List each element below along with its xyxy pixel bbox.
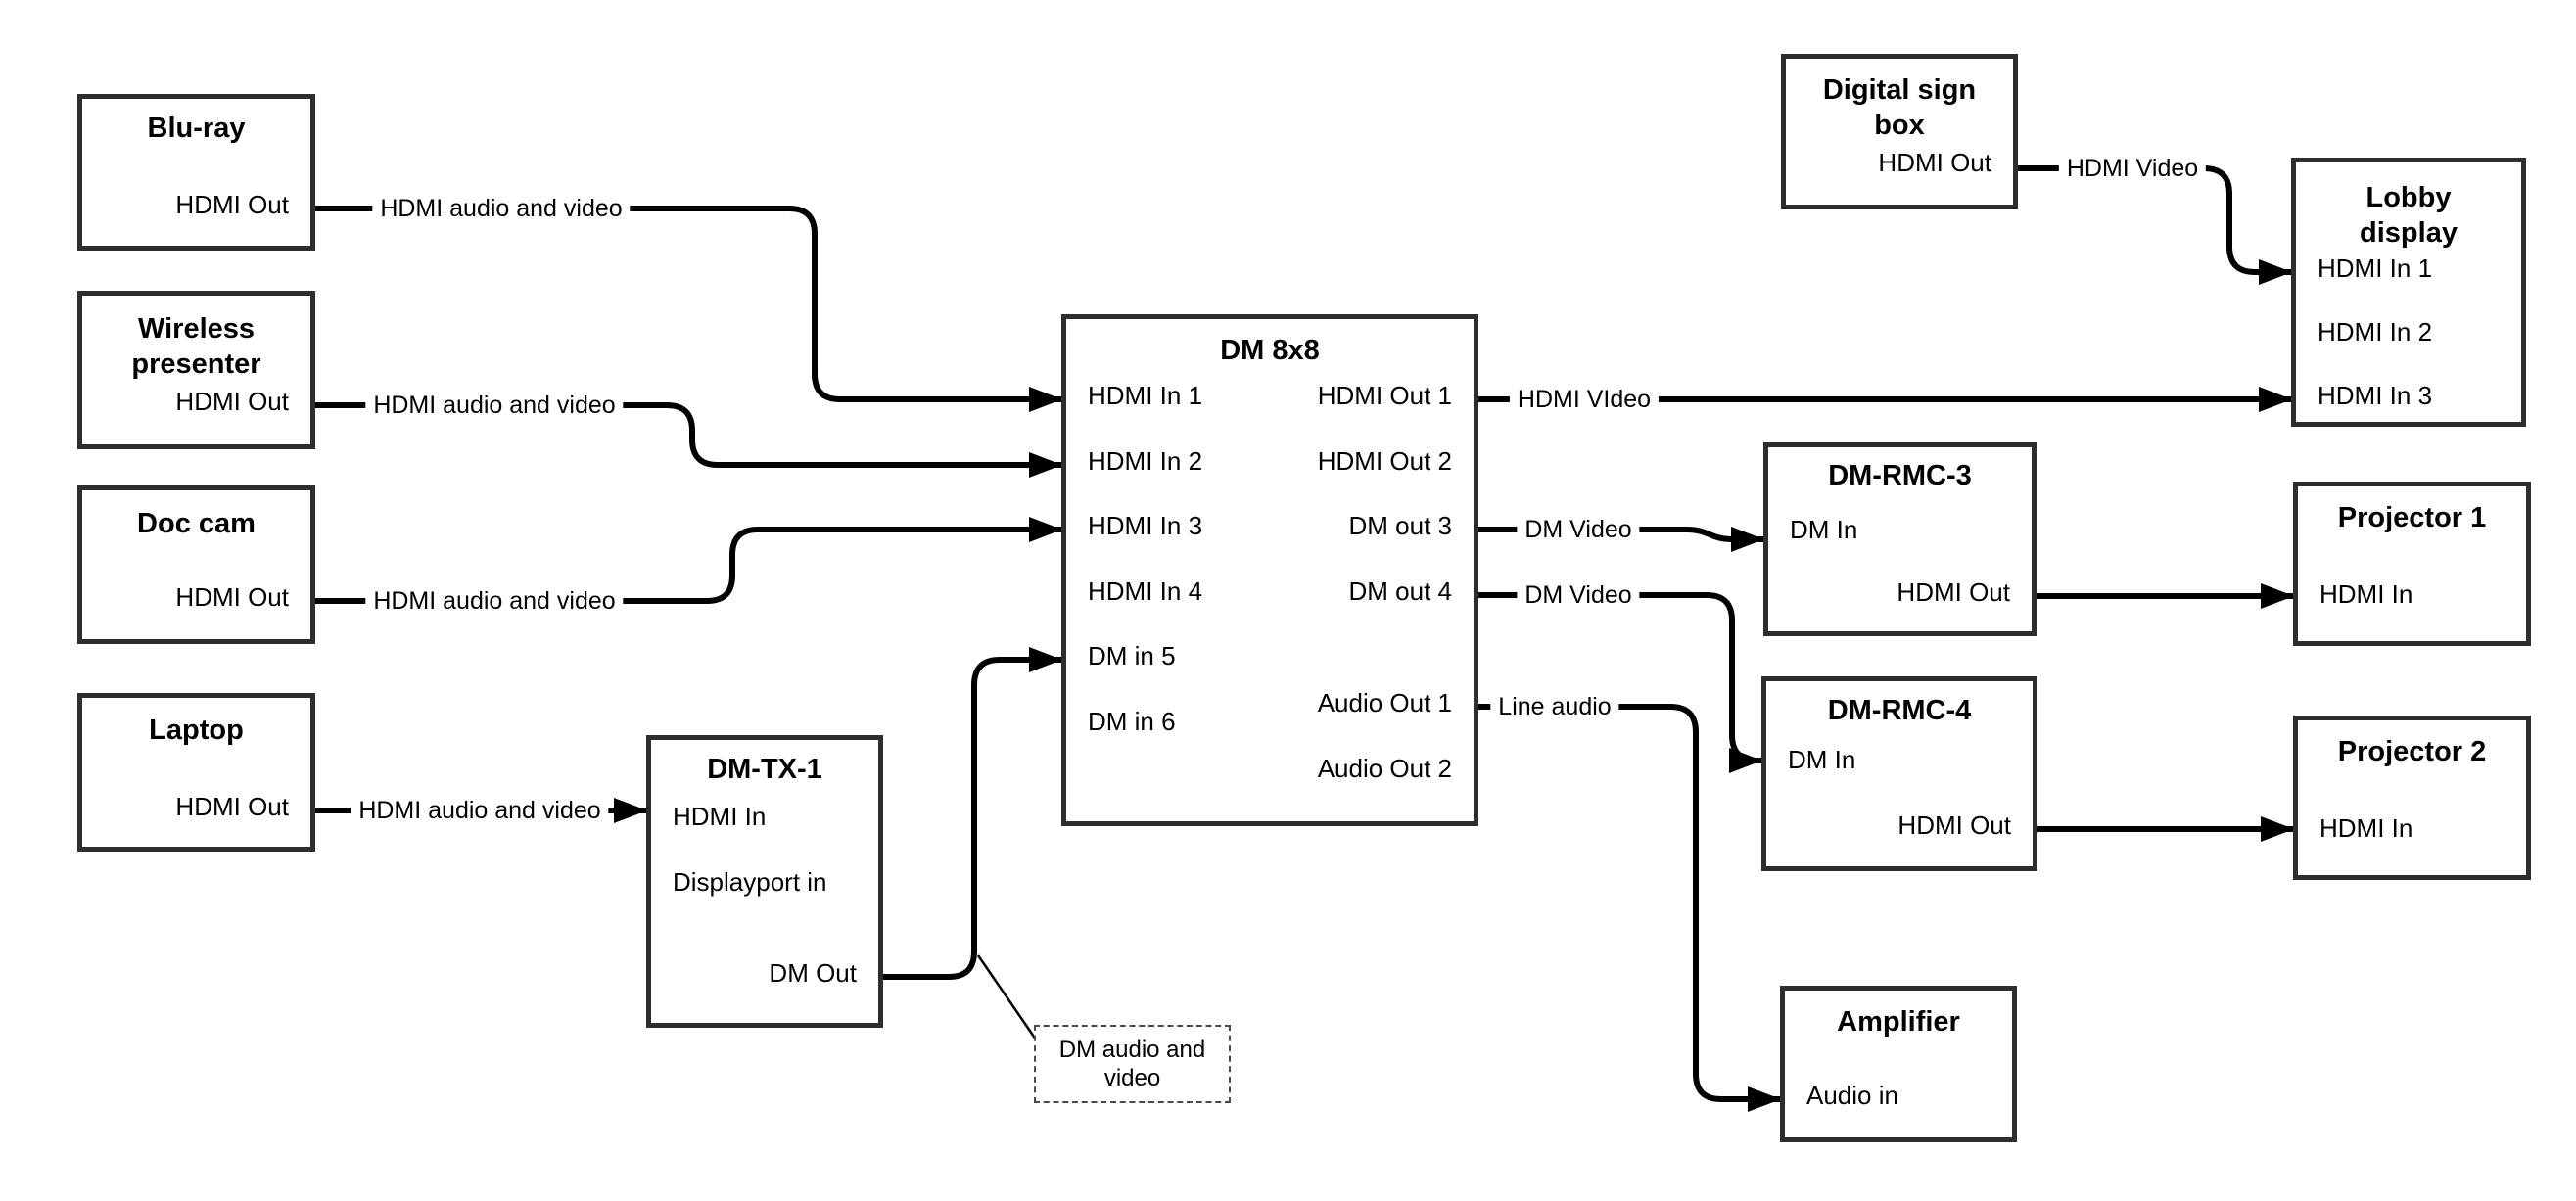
port-doc-cam-hdmi-out: HDMI Out bbox=[175, 582, 289, 612]
annotation-text-line: video bbox=[1103, 1065, 1161, 1091]
port-dm-8x8-hdmi-in-2: HDMI In 2 bbox=[1088, 446, 1203, 476]
port-digital-sign-box-hdmi-out: HDMI Out bbox=[1878, 148, 1991, 177]
node-dm-rmc-3: DM-RMC-3 DM In HDMI Out bbox=[1763, 442, 2037, 636]
port-dm-tx-1-displayport-in: Displayport in bbox=[673, 867, 827, 897]
node-title-line: DM-TX-1 bbox=[707, 754, 822, 785]
node-title-line: Projector 2 bbox=[2337, 736, 2487, 767]
wire-label-laptop-to-dmtx1-hdmi-in: HDMI audio and video bbox=[351, 796, 609, 825]
node-title-projector-1: Projector 1 bbox=[2298, 500, 2526, 535]
port-dm-8x8-hdmi-in-4: HDMI In 4 bbox=[1088, 577, 1203, 606]
port-dm-8x8-dm-out-4: DM out 4 bbox=[1348, 577, 1453, 606]
wire-dm8x8-out4-to-rmc4-dmin bbox=[1478, 592, 1762, 773]
port-lobby-display-hdmi-in-3: HDMI In 3 bbox=[2318, 381, 2433, 410]
port-dm-8x8-hdmi-in-1: HDMI In 1 bbox=[1088, 381, 1203, 410]
node-title-lobby-display: Lobby display bbox=[2296, 180, 2521, 251]
node-title-line: Lobby bbox=[2365, 182, 2452, 213]
node-title-line: Digital sign bbox=[1822, 74, 1977, 106]
node-title-laptop: Laptop bbox=[82, 713, 310, 748]
annotation-leader-line bbox=[976, 954, 1038, 1040]
port-dm-8x8-hdmi-in-3: HDMI In 3 bbox=[1088, 511, 1203, 540]
node-title-dm-rmc-3: DM-RMC-3 bbox=[1768, 458, 2032, 493]
wire-label-digitalsign-to-lobby-in1: HDMI Video bbox=[2058, 154, 2207, 183]
wire-bluray-to-dm8x8-in1 bbox=[315, 206, 1062, 412]
node-title-dm-rmc-4: DM-RMC-4 bbox=[1766, 693, 2033, 728]
node-title-line: DM-RMC-3 bbox=[1828, 460, 1972, 491]
port-dm-8x8-hdmi-out-2: HDMI Out 2 bbox=[1317, 446, 1452, 476]
port-dm-8x8-audio-out-1: Audio Out 1 bbox=[1317, 688, 1452, 717]
port-dm-rmc-4-hdmi-out: HDMI Out bbox=[1897, 810, 2011, 840]
annotation-text-line: DM audio and bbox=[1058, 1037, 1206, 1063]
port-dm-tx-1-hdmi-in: HDMI In bbox=[673, 802, 767, 831]
node-title-line: DM-RMC-4 bbox=[1827, 695, 1972, 726]
wire-label-wireless-to-dm8x8-in2: HDMI audio and video bbox=[365, 391, 624, 420]
wire-label-dm8x8-out3-to-rmc3-dmin: DM Video bbox=[1517, 515, 1640, 544]
port-laptop-hdmi-out: HDMI Out bbox=[175, 792, 289, 821]
port-dm-tx-1-dm-out: DM Out bbox=[769, 958, 857, 988]
wire-dm8x8-audio1-to-amplifier bbox=[1478, 704, 1781, 1112]
wire-dmtx1-dmout-to-dm8x8-in5 bbox=[883, 647, 1062, 980]
port-projector-2-hdmi-in: HDMI In bbox=[2319, 813, 2413, 843]
node-title-doc-cam: Doc cam bbox=[82, 506, 310, 541]
node-title-amplifier: Amplifier bbox=[1785, 1004, 2012, 1039]
node-title-line: Wireless bbox=[137, 313, 256, 345]
node-title-line: Projector 1 bbox=[2337, 502, 2487, 533]
node-title-line: Laptop bbox=[149, 715, 244, 746]
port-dm-8x8-audio-out-2: Audio Out 2 bbox=[1317, 754, 1452, 783]
wire-label-dm8x8-out1-to-lobby-in3: HDMI VIdeo bbox=[1509, 385, 1660, 414]
port-dm-rmc-4-dm-in: DM In bbox=[1788, 745, 1856, 774]
node-title-blu-ray: Blu-ray bbox=[82, 111, 310, 146]
wire-wireless-to-dm8x8-in2 bbox=[315, 402, 1062, 478]
port-lobby-display-hdmi-in-2: HDMI In 2 bbox=[2318, 317, 2433, 346]
wire-digitalsign-to-lobby-in1 bbox=[2018, 165, 2292, 285]
port-amplifier-audio-in: Audio in bbox=[1806, 1081, 1898, 1110]
node-projector-2: Projector 2 HDMI In bbox=[2293, 716, 2531, 880]
wire-dm8x8-out3-to-rmc3-dmin bbox=[1478, 527, 1764, 552]
port-dm-8x8-hdmi-out-1: HDMI Out 1 bbox=[1317, 381, 1452, 410]
port-dm-8x8-dm-out-3: DM out 3 bbox=[1348, 511, 1453, 540]
node-title-dm-tx-1: DM-TX-1 bbox=[651, 752, 878, 787]
port-dm-8x8-dm-in-6: DM in 6 bbox=[1088, 707, 1176, 736]
node-title-line: Blu-ray bbox=[147, 113, 246, 144]
wire-label-doccam-to-dm8x8-in3: HDMI audio and video bbox=[365, 586, 624, 616]
node-dm-rmc-4: DM-RMC-4 DM In HDMI Out bbox=[1761, 676, 2037, 871]
node-title-line: display bbox=[2360, 217, 2458, 249]
node-projector-1: Projector 1 HDMI In bbox=[2293, 482, 2531, 646]
wire-label-dm8x8-audio1-to-amplifier: Line audio bbox=[1490, 692, 1619, 721]
wire-doccam-to-dm8x8-in3 bbox=[315, 517, 1062, 604]
node-title-line: Amplifier bbox=[1837, 1006, 1960, 1038]
node-title-line: box bbox=[1874, 110, 1925, 141]
port-blu-ray-hdmi-out: HDMI Out bbox=[175, 190, 289, 219]
node-title-line: DM 8x8 bbox=[1220, 335, 1320, 366]
wire-label-bluray-to-dm8x8-in1: HDMI audio and video bbox=[372, 194, 631, 223]
port-dm-8x8-dm-in-5: DM in 5 bbox=[1088, 641, 1176, 670]
node-title-projector-2: Projector 2 bbox=[2298, 734, 2526, 769]
port-lobby-display-hdmi-in-1: HDMI In 1 bbox=[2318, 254, 2433, 283]
port-dm-rmc-3-dm-in: DM In bbox=[1790, 515, 1858, 544]
port-wireless-presenter-hdmi-out: HDMI Out bbox=[175, 387, 289, 416]
node-title-line: Doc cam bbox=[137, 508, 256, 539]
port-projector-1-hdmi-in: HDMI In bbox=[2319, 579, 2413, 609]
wire-label-dm8x8-out4-to-rmc4-dmin: DM Video bbox=[1517, 580, 1640, 610]
node-title-dm-8x8: DM 8x8 bbox=[1066, 333, 1474, 368]
node-title-line: presenter bbox=[131, 348, 261, 380]
port-dm-rmc-3-hdmi-out: HDMI Out bbox=[1897, 577, 2010, 607]
node-title-digital-sign-box: Digital sign box bbox=[1786, 72, 2013, 143]
